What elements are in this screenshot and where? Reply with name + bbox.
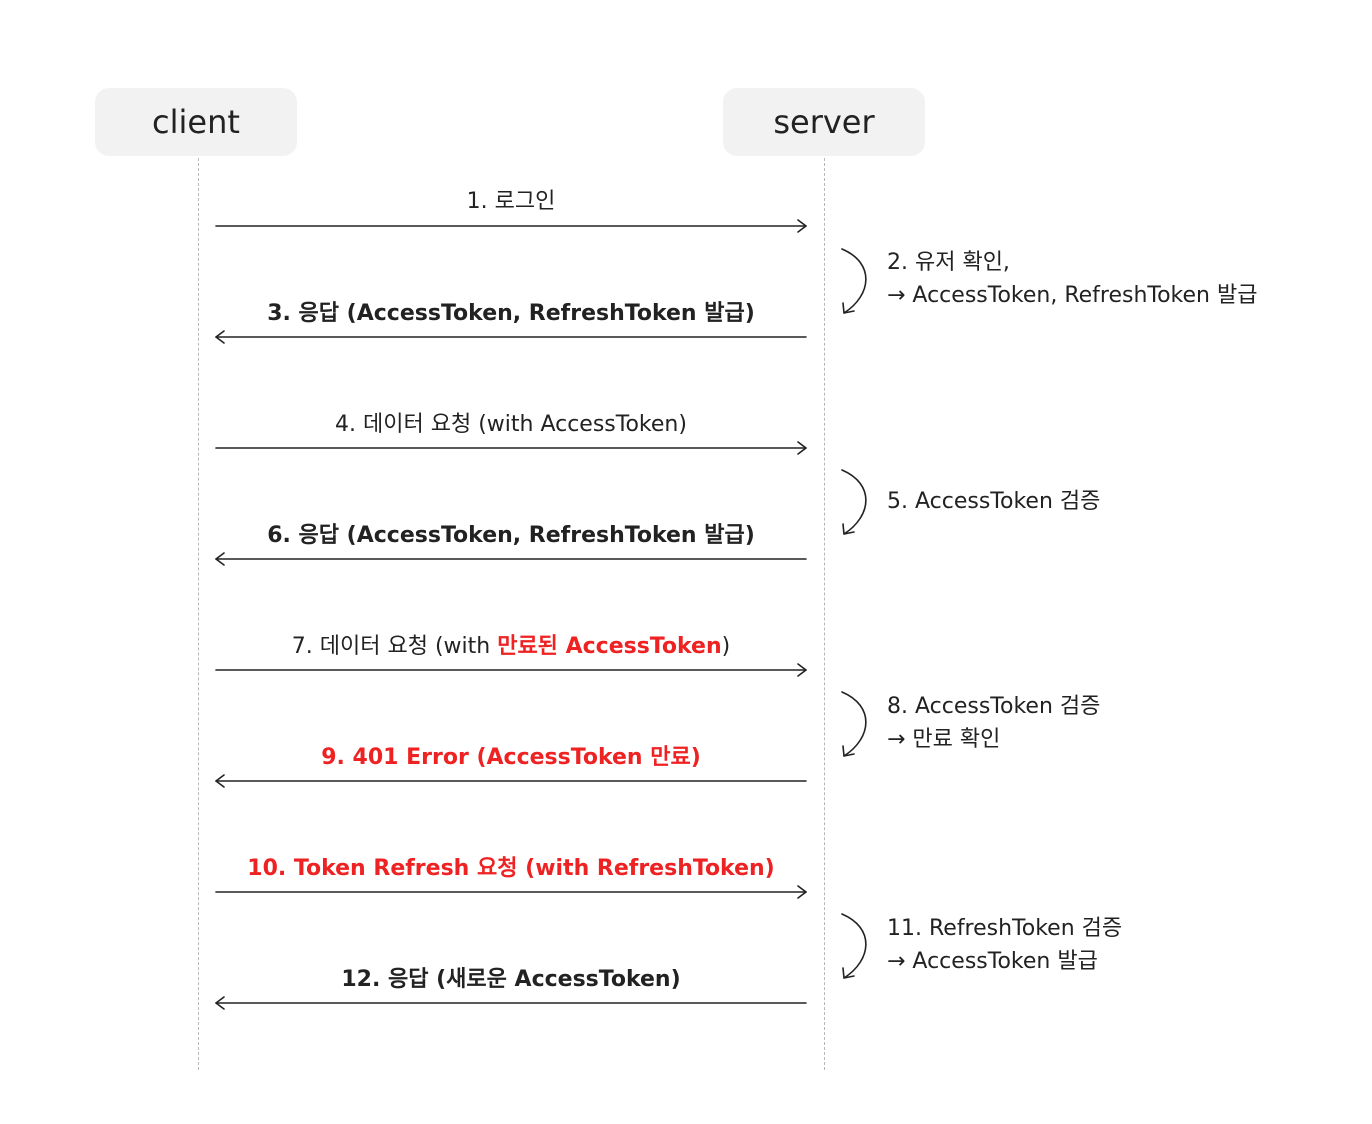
message-label-part: 만료된 AccessToken	[497, 634, 722, 659]
client-actor-box: client	[95, 88, 297, 156]
arrow-head-right-1	[797, 219, 807, 233]
note-line: 11. RefreshToken 검증	[887, 916, 1123, 941]
self-call-arrow-2	[841, 248, 867, 314]
note-5: 5. AccessToken 검증	[887, 485, 1100, 518]
self-call-arrow-8	[841, 691, 867, 757]
note-2: 2. 유저 확인, → AccessToken, RefreshToken 발급	[887, 246, 1257, 312]
note-line: → 만료 확인	[887, 727, 1001, 752]
self-call-arrow-5	[841, 469, 867, 535]
self-call-arrow-head-2	[842, 302, 855, 314]
note-line: 8. AccessToken 검증	[887, 694, 1101, 719]
server-actor-box: server	[723, 88, 925, 156]
message-label-7: 7. 데이터 요청 (with 만료된 AccessToken)	[215, 633, 807, 661]
client-actor-label: client	[152, 103, 240, 141]
arrow-head-right-4	[797, 441, 807, 455]
note-8: 8. AccessToken 검증 → 만료 확인	[887, 690, 1100, 756]
arrow-head-right-10	[797, 885, 807, 899]
message-label-3: 3. 응답 (AccessToken, RefreshToken 발급)	[215, 300, 807, 328]
note-line: 5. AccessToken 검증	[887, 489, 1101, 514]
message-label-part: 3. 응답 (AccessToken, RefreshToken 발급)	[267, 301, 755, 326]
message-label-part: )	[721, 634, 731, 659]
message-label-9: 9. 401 Error (AccessToken 만료)	[215, 744, 807, 772]
message-label-1: 1. 로그인	[215, 188, 807, 216]
message-label-10: 10. Token Refresh 요청 (with RefreshToken)	[215, 855, 807, 883]
arrow-head-left-12	[215, 996, 225, 1010]
message-label-12: 12. 응답 (새로운 AccessToken)	[215, 966, 807, 994]
self-call-arrow-11	[841, 913, 867, 979]
note-line: → AccessToken 발급	[887, 949, 1098, 974]
server-actor-label: server	[773, 103, 875, 141]
note-11: 11. RefreshToken 검증 → AccessToken 발급	[887, 912, 1122, 978]
client-lifeline	[198, 158, 199, 1070]
message-label-part: 7. 데이터 요청 (with	[291, 634, 498, 659]
message-label-part: 4. 데이터 요청 (with AccessToken)	[335, 412, 687, 437]
message-label-part: 6. 응답 (AccessToken, RefreshToken 발급)	[267, 523, 755, 548]
server-lifeline	[824, 158, 825, 1070]
message-label-part: 12. 응답 (새로운 AccessToken)	[341, 967, 681, 992]
self-call-arrow-head-5	[842, 523, 855, 535]
self-call-arrow-head-11	[842, 967, 855, 979]
note-line: 2. 유저 확인,	[887, 250, 1010, 275]
arrow-head-right-7	[797, 663, 807, 677]
note-line: → AccessToken, RefreshToken 발급	[887, 283, 1258, 308]
message-label-part: 9. 401 Error (AccessToken 만료)	[321, 745, 701, 770]
arrow-head-left-9	[215, 774, 225, 788]
arrow-head-left-6	[215, 552, 225, 566]
self-call-arrow-head-8	[842, 745, 855, 757]
arrow-head-left-3	[215, 330, 225, 344]
message-label-4: 4. 데이터 요청 (with AccessToken)	[215, 411, 807, 439]
message-label-part: 1. 로그인	[466, 189, 556, 214]
message-label-6: 6. 응답 (AccessToken, RefreshToken 발급)	[215, 522, 807, 550]
message-label-part: 10. Token Refresh 요청 (with RefreshToken)	[247, 856, 775, 881]
